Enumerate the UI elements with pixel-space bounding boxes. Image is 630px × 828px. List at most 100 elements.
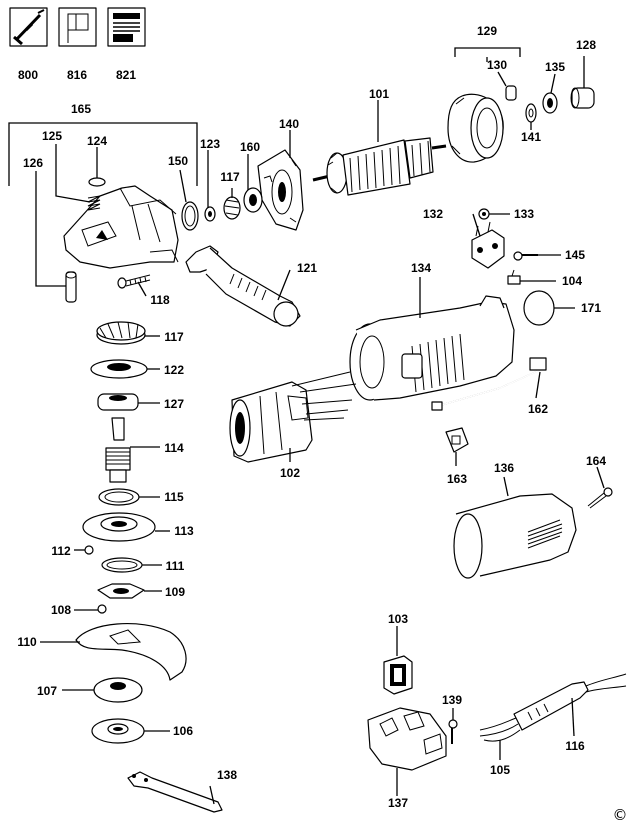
callout-162: 162 <box>528 402 548 416</box>
bracket-165 <box>8 122 198 186</box>
gear-case-housing <box>63 185 179 269</box>
callout-115: 115 <box>164 490 184 504</box>
screw-145 <box>513 251 538 261</box>
clamp-109 <box>97 583 145 599</box>
brush-holder-132 <box>471 221 505 269</box>
callout-136: 136 <box>494 461 514 475</box>
callout-165: 165 <box>71 102 91 116</box>
rear-cover <box>453 493 577 579</box>
document-sheet-icon <box>107 7 146 47</box>
bearing-housing-cap <box>447 93 504 163</box>
callout-145: 145 <box>565 248 585 262</box>
wheel-guard <box>75 623 187 681</box>
screw-108 <box>97 604 107 614</box>
callout-137: 137 <box>388 796 408 810</box>
sleeve-128 <box>570 87 595 109</box>
spindle-lock-pin-126 <box>65 271 77 303</box>
callout-126: 126 <box>23 156 43 170</box>
callout-164: 164 <box>586 454 606 468</box>
fan-140 <box>257 149 304 231</box>
callout-800: 800 <box>18 68 38 82</box>
bearing-130 <box>505 85 517 101</box>
lubricant-tool-icon <box>9 7 48 47</box>
callout-114: 114 <box>164 441 184 455</box>
bearing-flange-113 <box>82 512 156 542</box>
connecting-lead-162 <box>431 357 547 411</box>
inner-flange-107 <box>93 677 143 703</box>
callout-141: 141 <box>521 130 541 144</box>
flag-manual-icon <box>58 7 97 47</box>
screw-164 <box>587 487 613 509</box>
seal-171 <box>523 290 555 326</box>
callout-138: 138 <box>217 768 237 782</box>
callout-821: 821 <box>116 68 136 82</box>
bracket-129 <box>454 47 521 57</box>
callout-117-top: 117 <box>220 170 240 184</box>
callout-130: 130 <box>487 58 507 72</box>
screw-112 <box>84 545 94 555</box>
callout-110: 110 <box>17 635 37 649</box>
callout-labels: 800 816 821 129 128 130 135 141 101 165 … <box>17 24 627 824</box>
spanner-138 <box>127 771 223 813</box>
callout-117-bottom: 117 <box>164 330 184 344</box>
callout-108: 108 <box>51 603 71 617</box>
leader-lines <box>35 56 605 805</box>
carbon-brush-104 <box>507 269 521 285</box>
callout-106: 106 <box>173 724 193 738</box>
callout-132: 132 <box>423 207 443 221</box>
copyright-mark: © <box>613 806 628 824</box>
o-ring-150 <box>181 201 199 231</box>
power-cable-105 <box>479 717 521 742</box>
outer-flange-106 <box>91 718 145 744</box>
callout-160: 160 <box>240 140 260 154</box>
cable-guard-116 <box>513 673 627 731</box>
ring-124 <box>88 177 106 187</box>
ring-111 <box>101 557 143 573</box>
pinion-117 <box>223 196 241 220</box>
callout-107: 107 <box>37 684 57 698</box>
switch-103 <box>383 655 413 695</box>
callout-102: 102 <box>280 466 300 480</box>
callout-125: 125 <box>42 129 62 143</box>
bearing-plate-122 <box>90 359 148 379</box>
callout-139: 139 <box>442 693 462 707</box>
callout-104: 104 <box>562 274 582 288</box>
side-handle <box>185 245 301 327</box>
callout-105: 105 <box>490 763 510 777</box>
clip-133 <box>478 208 490 220</box>
bearing-135 <box>542 92 558 114</box>
callout-109: 109 <box>165 585 185 599</box>
field-stator <box>229 371 357 463</box>
callout-103: 103 <box>388 612 408 626</box>
callout-129: 129 <box>477 24 497 38</box>
gear-117 <box>96 321 146 345</box>
callout-134: 134 <box>411 261 431 275</box>
callout-127: 127 <box>164 397 184 411</box>
callout-133: 133 <box>514 207 534 221</box>
callout-112: 112 <box>51 544 71 558</box>
callout-122: 122 <box>164 363 184 377</box>
callout-113: 113 <box>174 524 194 538</box>
callout-123: 123 <box>200 137 220 151</box>
washer-115 <box>98 488 140 506</box>
callout-116: 116 <box>565 739 585 753</box>
baffle-160 <box>243 187 263 213</box>
switch-button-163 <box>445 427 469 453</box>
nut-123 <box>204 206 216 222</box>
callout-111: 111 <box>166 559 185 573</box>
spindle-114 <box>105 417 131 483</box>
callout-140: 140 <box>279 117 299 131</box>
screw-139 <box>448 719 458 744</box>
callout-816: 816 <box>67 68 87 82</box>
callout-135: 135 <box>545 60 565 74</box>
callout-124: 124 <box>87 134 107 148</box>
callout-163: 163 <box>447 472 467 486</box>
callout-101: 101 <box>369 87 389 101</box>
screw-118 <box>117 274 151 289</box>
spring-125 <box>87 195 101 211</box>
washer-141 <box>525 103 537 123</box>
callout-150: 150 <box>168 154 188 168</box>
ball-bearing-127 <box>97 393 139 411</box>
